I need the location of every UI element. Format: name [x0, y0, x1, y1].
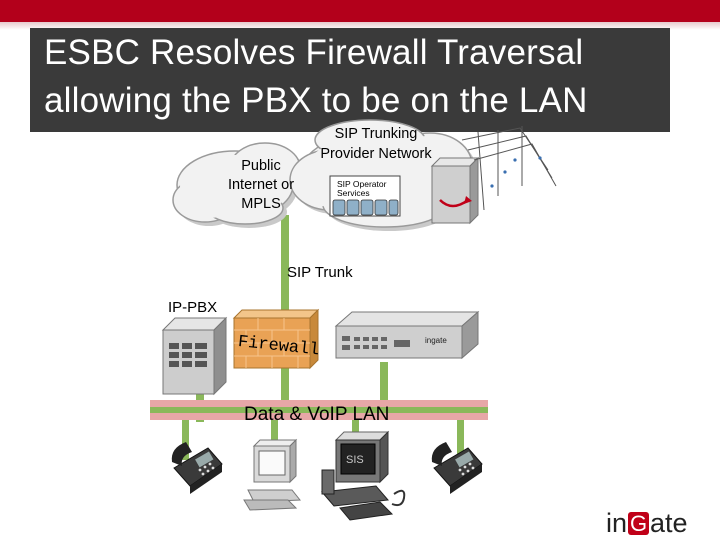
ip-pbx-device	[161, 316, 228, 396]
provider-server	[430, 156, 480, 225]
sip-operator-line-1: SIP Operator	[337, 179, 387, 189]
sis-workstation: SIS	[321, 430, 406, 521]
sip-provider-label: SIP Trunking Provider Network	[300, 124, 452, 164]
logo-text-end: ate	[650, 508, 688, 538]
desktop-pc	[243, 438, 302, 511]
lan-bar	[150, 400, 488, 420]
top-brand-bar	[0, 0, 720, 22]
appliance-brand-label: ingate	[425, 336, 447, 345]
sip-provider-line-2: Provider Network	[320, 146, 432, 162]
pc-drop	[271, 418, 278, 446]
slide-title-line-2: allowing the PBX to be on the LAN	[44, 81, 588, 120]
logo-g-mark: G	[628, 511, 650, 536]
public-internet-line-2: Internet or	[227, 177, 295, 193]
sis-screen-label: SIS	[346, 454, 364, 466]
sip-operator-services: SIP Operator Services	[329, 175, 401, 217]
lan-label: Data & VoIP LAN	[244, 404, 390, 425]
workstation-drop	[352, 418, 359, 438]
phone-right-drop	[457, 418, 464, 460]
logo-text-start: in	[606, 508, 628, 538]
ingate-appliance: ingate	[334, 310, 480, 360]
title-box	[30, 28, 670, 132]
top-bar-fade	[0, 22, 720, 30]
ip-pbx-label: IP-PBX	[168, 299, 218, 316]
slide-title-line-1: ESBC Resolves Firewall Traversal	[44, 33, 584, 72]
public-internet-cloud	[172, 142, 304, 228]
sip-operator-line-2: Services	[337, 188, 370, 198]
ip-phone-left	[171, 442, 223, 494]
phone-line-poles	[461, 126, 557, 211]
sip-trunk-label: SIP Trunk	[287, 264, 353, 281]
firewall	[232, 308, 320, 370]
public-internet-line-1: Public	[241, 158, 281, 174]
phone-left-drop	[182, 418, 189, 460]
ip-phone-right	[431, 442, 483, 494]
public-internet-line-3: MPLS	[241, 196, 281, 212]
appliance-lan-link	[380, 362, 388, 402]
sip-provider-line-1: SIP Trunking	[334, 126, 418, 142]
public-internet-label: Public Internet or MPLS	[214, 157, 308, 214]
